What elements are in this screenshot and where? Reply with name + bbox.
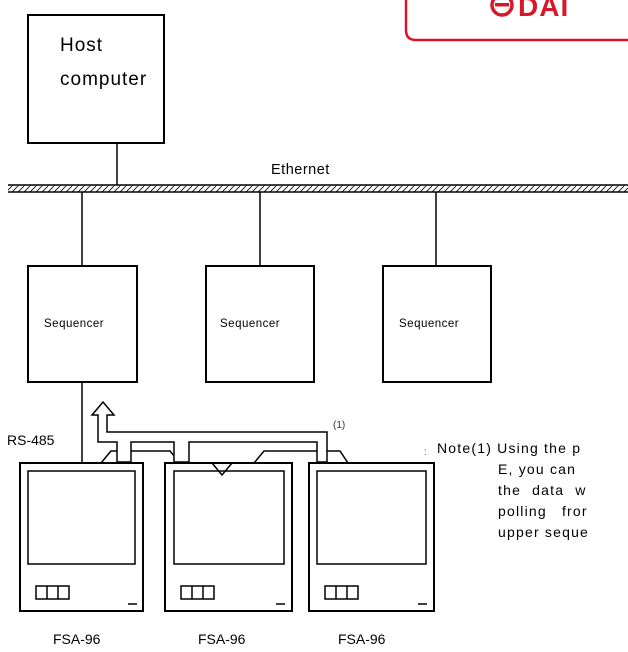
- device-2-screen: [173, 470, 285, 565]
- device-label-1: FSA-96: [53, 631, 101, 647]
- device-label-3: FSA-96: [338, 631, 386, 647]
- note-line-4: polling fror: [498, 503, 588, 519]
- device-1: [19, 462, 144, 612]
- arrow-ref-label: (1): [333, 420, 346, 431]
- sequencer-box-2: [205, 265, 315, 383]
- note-line-1: Note(1) Using the p: [437, 440, 582, 456]
- ethernet-label: Ethernet: [271, 162, 330, 178]
- host-computer-box: [27, 14, 165, 144]
- logo-text: DAI: [518, 0, 569, 22]
- sequencer-box-3: [382, 265, 492, 383]
- device-3-screen: [316, 470, 427, 565]
- polling-arrow-icon: [90, 400, 328, 463]
- host-label-line2: computer: [60, 69, 148, 90]
- sequencer-label-2: Sequencer: [220, 318, 281, 330]
- logo-badge: DAI: [404, 0, 628, 42]
- device-1-keypad-icon: [35, 585, 70, 600]
- device-label-2: FSA-96: [198, 631, 246, 647]
- rs485-label: RS-485: [7, 432, 55, 448]
- sequencer-label-1: Sequencer: [44, 318, 105, 330]
- note-line-3: the data w: [498, 482, 587, 498]
- device-3: [308, 462, 435, 612]
- host-label-line1: Host: [60, 35, 104, 56]
- note-line-2: E, you can: [498, 461, 577, 477]
- device-2: [164, 462, 293, 612]
- device-1-screen: [27, 470, 136, 565]
- sequencer-label-3: Sequencer: [399, 318, 460, 330]
- ethernet-bus: [8, 184, 628, 193]
- note-line-5: upper seque: [498, 524, 590, 540]
- device-3-keypad-icon: [324, 585, 359, 600]
- device-2-keypad-icon: [180, 585, 215, 600]
- note-marker: :: [424, 447, 427, 458]
- logo-mark-icon: [490, 0, 514, 17]
